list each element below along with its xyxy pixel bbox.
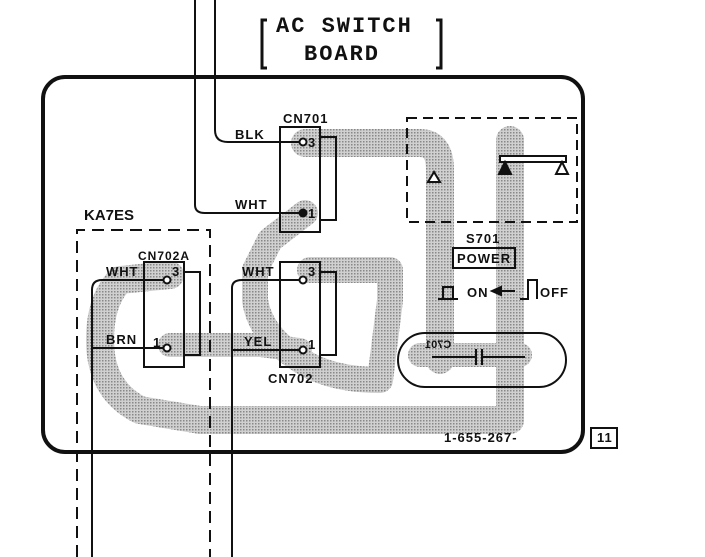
cn702a-pin-3: 3: [172, 264, 181, 279]
part-number: 1-655-267-: [444, 430, 518, 445]
page-ref-box: [590, 427, 618, 449]
cn701-label: CN701: [283, 111, 329, 126]
switch-symbol: [426, 155, 570, 300]
ka7es-boundary: [76, 229, 211, 557]
switch-on-icon: [438, 286, 458, 300]
title-brackets: [260, 18, 443, 70]
switch-name: POWER: [457, 251, 512, 266]
wire-yel: YEL: [244, 334, 273, 349]
cn701-pin-1: 1: [308, 206, 317, 221]
title-line-2: BOARD: [304, 42, 381, 67]
wire-brn: BRN: [106, 332, 138, 347]
switch-boundary: [406, 117, 578, 223]
cn702a-label: CN702A: [138, 249, 191, 263]
page-ref: 11: [597, 430, 613, 445]
wire-wht-cn702: WHT: [242, 264, 275, 279]
cn702a-pin-1: 1: [153, 335, 162, 350]
cn702-pin-1: 1: [308, 337, 317, 352]
cn702-body: [279, 261, 321, 368]
capacitor-ref: C701: [425, 339, 452, 351]
cn702-label: CN702: [268, 371, 314, 386]
cn702a-body: [143, 261, 185, 368]
wire-blk: BLK: [235, 127, 265, 142]
capacitor-c701: [397, 332, 567, 388]
cn702-pin-3: 3: [308, 264, 317, 279]
switch-on-label: ON: [467, 285, 489, 300]
cn701-pin-3: 3: [308, 135, 317, 150]
cn701-body: [279, 126, 321, 233]
switch-off-icon: [520, 279, 538, 300]
board-outline: [41, 75, 585, 454]
board-label: KA7ES: [84, 207, 135, 224]
switch-off-label: OFF: [540, 285, 569, 300]
wire-wht-cn701: WHT: [235, 197, 268, 212]
copper-traces: [86, 126, 532, 434]
switch-ref: S701: [466, 231, 501, 246]
title-line-1: AC SWITCH: [276, 14, 413, 39]
wire-wht-cn702a: WHT: [106, 264, 139, 279]
power-box: [452, 247, 516, 269]
